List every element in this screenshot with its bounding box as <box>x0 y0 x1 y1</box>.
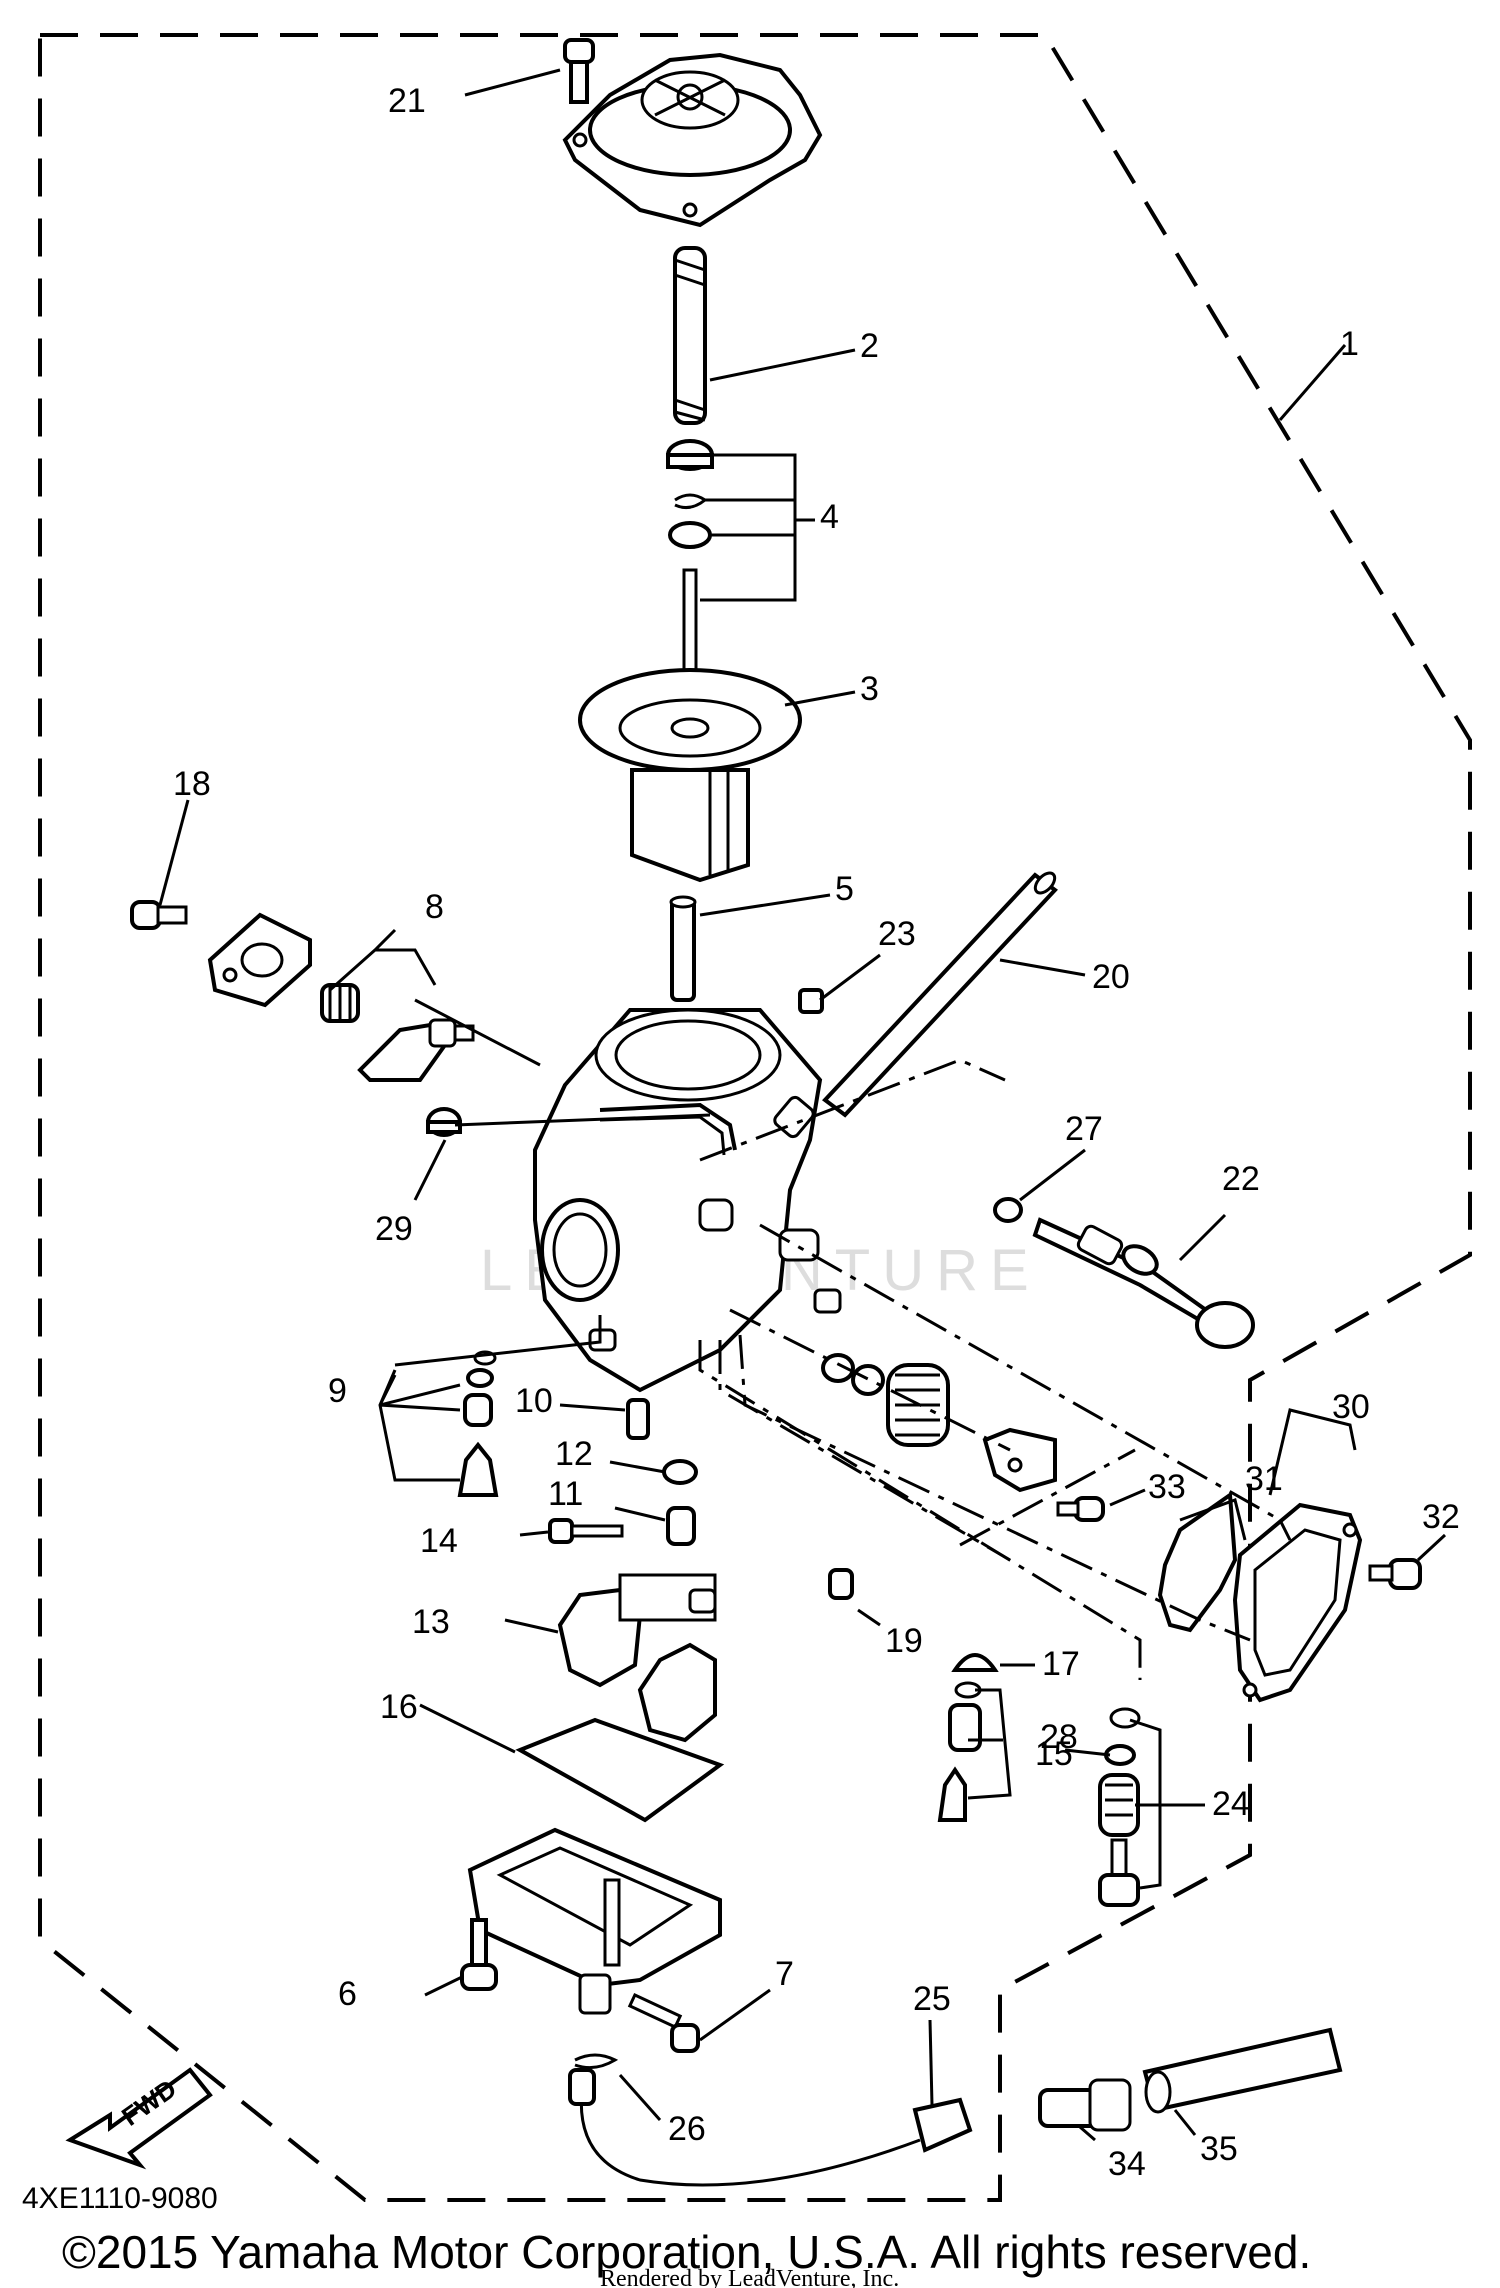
part-18-screw <box>130 900 188 930</box>
callout-12: 12 <box>555 1435 593 1473</box>
leader-lines <box>158 68 1447 2142</box>
part-8-plunger-set <box>320 983 475 1082</box>
diagram-code: 4XE1110-9080 <box>22 2182 218 2215</box>
flow-line-f <box>738 1334 1251 1642</box>
part-19-plug <box>828 1568 854 1600</box>
part-16-gasket <box>515 1717 725 1823</box>
callout-numbers: 1 2 3 4 5 6 7 8 9 10 11 12 13 14 15 16 1… <box>173 82 1460 2183</box>
callout-7: 7 <box>775 1955 794 1993</box>
part-31-gasket <box>1157 1491 1238 1633</box>
part-34-fitting <box>1038 2078 1132 2132</box>
part-20-hose <box>822 871 1058 1118</box>
part-33-screw <box>1056 1496 1105 1522</box>
float-chamber <box>467 1827 722 2015</box>
copyright-text: ©2015 Yamaha Motor Corporation, U.S.A. A… <box>62 2226 1311 2278</box>
part-32-screw <box>1368 1558 1422 1590</box>
callout-34: 34 <box>1108 2145 1146 2183</box>
callout-31: 31 <box>1245 1460 1283 1498</box>
callout-3: 3 <box>860 670 879 708</box>
callout-23: 23 <box>878 915 916 953</box>
part-11-holder <box>666 1506 696 1546</box>
callout-19: 19 <box>885 1622 923 1660</box>
callout-6: 6 <box>338 1975 357 2013</box>
callout-24: 24 <box>1212 1785 1250 1823</box>
assembly-outline <box>38 33 1472 2202</box>
callout-11: 11 <box>548 1475 583 1513</box>
fwd-arrow-icon: FWD <box>65 2067 213 2170</box>
part-5-needle-jet <box>669 895 697 1002</box>
callout-28: 28 <box>1040 1718 1078 1756</box>
callout-1: 1 <box>1340 325 1359 363</box>
flow-line-b <box>759 1223 1292 1541</box>
flow-line-e <box>718 1340 1011 1562</box>
flow-line-a <box>699 1058 1006 1162</box>
part-7-drain-screw <box>627 1993 700 2053</box>
callout-27: 27 <box>1065 1110 1103 1148</box>
part-14-pin <box>548 1518 624 1544</box>
callout-5: 5 <box>835 870 854 908</box>
callout-33: 33 <box>1148 1468 1186 1506</box>
part-6-screw <box>460 1918 498 1991</box>
part-25-drain-hose <box>568 2068 973 2187</box>
part-22-adjuster <box>1032 1217 1255 1349</box>
part-13-float <box>557 1573 717 1743</box>
part-26-clip <box>574 2053 619 2070</box>
flow-line-d <box>698 1340 1142 1680</box>
part-23-plug <box>798 988 824 1014</box>
carburetor-body <box>533 1008 842 1393</box>
callout-18: 18 <box>173 765 211 803</box>
part-29-nut <box>426 1107 462 1137</box>
part-9-pilot-screw-set <box>457 1350 499 1497</box>
part-21-screw <box>563 38 595 104</box>
part-10-main-jet <box>626 1398 650 1440</box>
part-30-cover <box>1232 1502 1363 1703</box>
part-27-o-ring <box>993 1197 1023 1223</box>
part-24-idle-screw-set <box>1098 1707 1141 1907</box>
part-12-washer <box>662 1459 698 1485</box>
callout-22: 22 <box>1222 1160 1260 1198</box>
callout-2: 2 <box>860 327 879 365</box>
callout-16: 16 <box>380 1688 418 1726</box>
callout-32: 32 <box>1422 1498 1460 1536</box>
callout-29: 29 <box>375 1210 413 1248</box>
callout-30: 30 <box>1332 1388 1370 1426</box>
callout-25: 25 <box>913 1980 951 2018</box>
part-2-spring <box>673 246 707 425</box>
callout-20: 20 <box>1092 958 1130 996</box>
callout-35: 35 <box>1200 2130 1238 2168</box>
callout-26: 26 <box>668 2110 706 2148</box>
callout-10: 10 <box>515 1382 553 1420</box>
callout-9: 9 <box>328 1372 347 1410</box>
part-4-needle-set <box>666 439 714 682</box>
carburetor-top-cover <box>562 52 823 228</box>
callout-14: 14 <box>420 1522 458 1560</box>
callout-4: 4 <box>820 498 839 536</box>
part-17-filter <box>951 1653 999 1672</box>
flow-line-c <box>729 1308 1011 1452</box>
rendered-by-text: Rendered by LeadVenture, Inc. <box>600 2266 899 2288</box>
part-3-diaphragm <box>578 668 802 883</box>
flow-line-g <box>959 1448 1136 1547</box>
callout-21: 21 <box>388 82 426 120</box>
part-15-needle-valve <box>937 1681 982 1822</box>
callout-17: 17 <box>1042 1645 1080 1683</box>
callout-13: 13 <box>412 1603 450 1641</box>
part-35-tube <box>1142 2027 1343 2114</box>
throttle-stop-cover <box>207 912 312 1008</box>
callout-8: 8 <box>425 888 444 926</box>
callout-15: 15 <box>1035 1735 1073 1773</box>
